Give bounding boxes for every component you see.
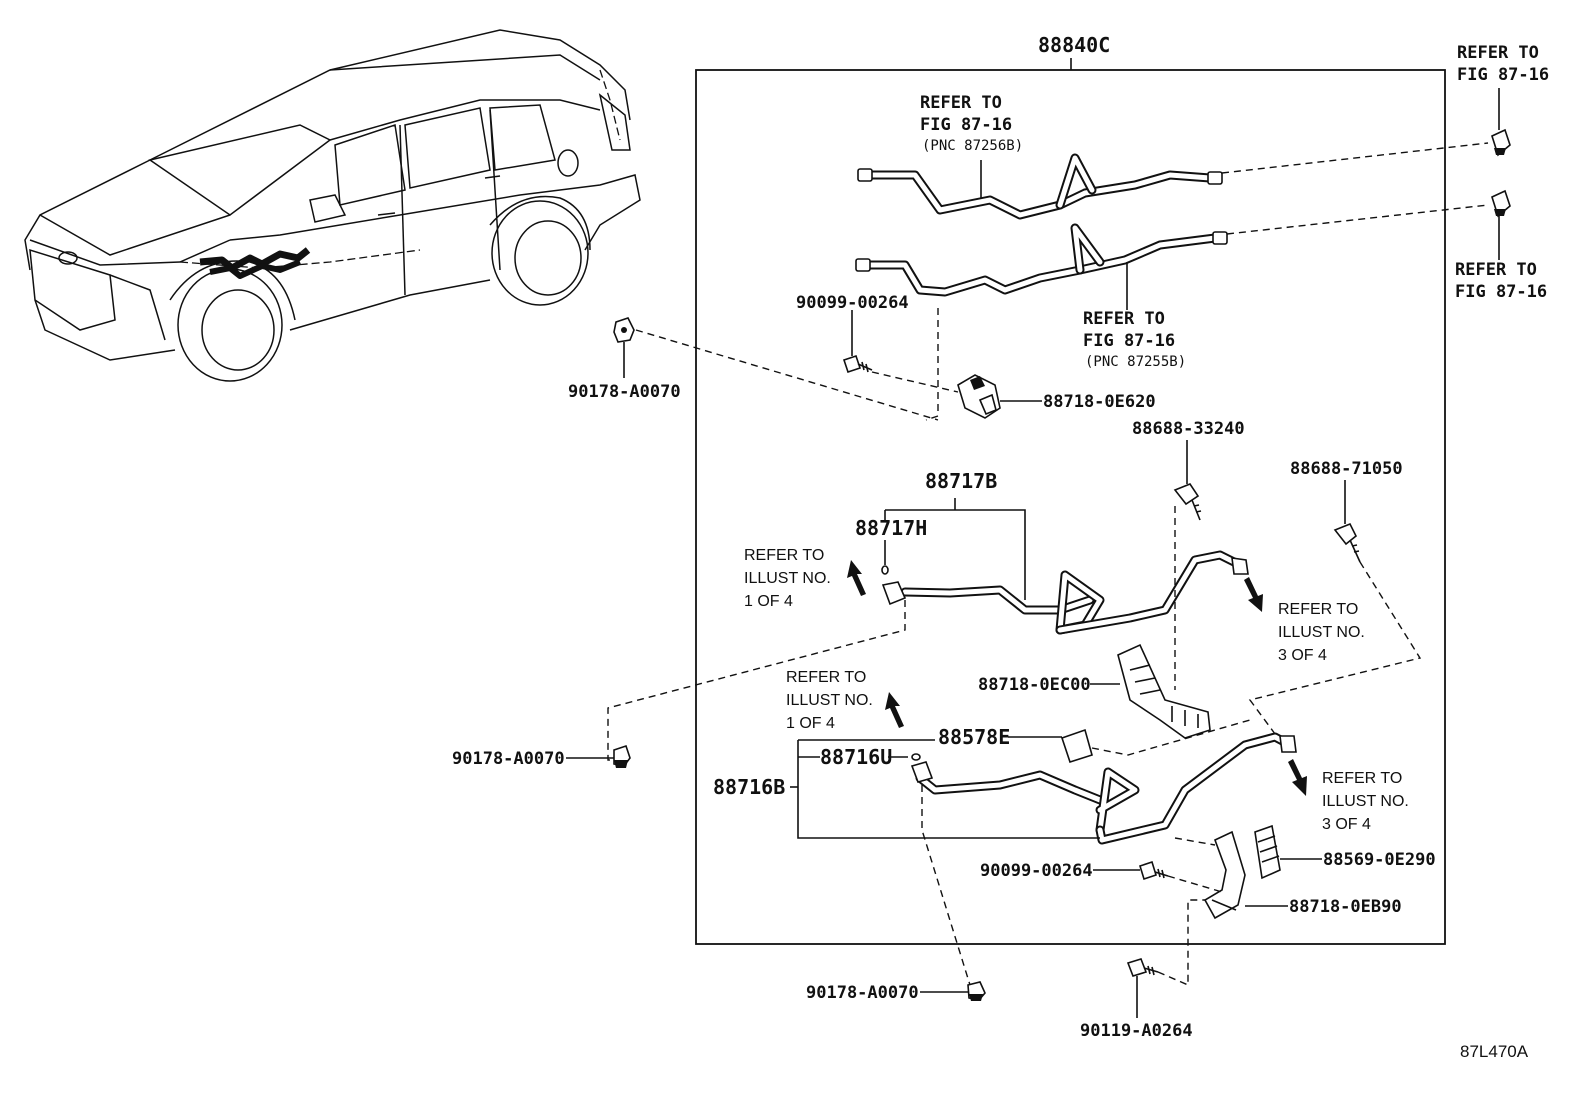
pipe-clip-lower bbox=[1491, 189, 1511, 218]
svg-text:FIG 87-16: FIG 87-16 bbox=[920, 115, 1012, 135]
bracket-88718-0ec00 bbox=[1117, 643, 1211, 739]
label-90099-upper: 90099-00264 bbox=[796, 293, 909, 313]
arrow-down-right-lower bbox=[1288, 759, 1307, 796]
pipe-clip-upper bbox=[1491, 128, 1511, 157]
pipe-88716b bbox=[910, 732, 1297, 845]
svg-text:1 OF 4: 1 OF 4 bbox=[744, 593, 793, 610]
ref-illust-left-lower: REFER TO ILLUST NO. 1 OF 4 bbox=[786, 669, 873, 732]
svg-text:REFER TO: REFER TO bbox=[1278, 601, 1358, 618]
part-88578e bbox=[1060, 728, 1093, 764]
svg-text:ILLUST NO.: ILLUST NO. bbox=[744, 570, 831, 587]
clip-88688-33240 bbox=[1173, 483, 1202, 521]
svg-text:ILLUST NO.: ILLUST NO. bbox=[786, 692, 873, 709]
svg-text:FIG 87-16: FIG 87-16 bbox=[1457, 65, 1549, 85]
arrow-up-left-upper bbox=[847, 560, 866, 596]
svg-text:FIG 87-16: FIG 87-16 bbox=[1455, 282, 1547, 302]
arrow-down-right-upper bbox=[1244, 577, 1263, 612]
svg-text:ILLUST NO.: ILLUST NO. bbox=[1278, 624, 1365, 641]
label-88718-0ec00: 88718-0EC00 bbox=[978, 675, 1091, 695]
lower-pipe bbox=[855, 223, 1228, 297]
label-88688-33240: 88688-33240 bbox=[1132, 419, 1245, 439]
arrow-up-left-lower bbox=[885, 692, 904, 728]
bolt-90119-a0264 bbox=[1126, 958, 1159, 977]
clip-88688-71050 bbox=[1333, 522, 1361, 563]
label-88718-0eb90: 88718-0EB90 bbox=[1289, 897, 1402, 917]
nut-90178-bottom bbox=[967, 981, 986, 1001]
bolt-90099-upper bbox=[842, 354, 873, 374]
svg-text:REFER TO: REFER TO bbox=[920, 93, 1002, 113]
label-88716u: 88716U bbox=[820, 745, 892, 769]
label-90178-top: 90178-A0070 bbox=[568, 382, 681, 402]
svg-text:3 OF 4: 3 OF 4 bbox=[1322, 816, 1371, 833]
svg-text:(PNC 87256B): (PNC 87256B) bbox=[922, 138, 1023, 154]
svg-text:3 OF 4: 3 OF 4 bbox=[1278, 647, 1327, 664]
assembly-label: 88840C bbox=[1038, 33, 1110, 57]
bracket-88718-0e620 bbox=[957, 374, 1001, 419]
label-90099-lower: 90099-00264 bbox=[980, 861, 1093, 881]
ref-fig-top-right: REFER TO FIG 87-16 bbox=[1457, 43, 1549, 85]
svg-text:REFER TO: REFER TO bbox=[1322, 770, 1402, 787]
svg-text:(PNC 87255B): (PNC 87255B) bbox=[1085, 354, 1186, 370]
label-88688-71050: 88688-71050 bbox=[1290, 459, 1403, 479]
diagram-code: 87L470A bbox=[1460, 1042, 1529, 1061]
nut-90178-top bbox=[613, 317, 635, 343]
ref-illust-left-upper: REFER TO ILLUST NO. 1 OF 4 bbox=[744, 547, 831, 610]
vehicle-illustration bbox=[24, 29, 641, 382]
label-88717h: 88717H bbox=[855, 516, 927, 540]
svg-text:REFER TO: REFER TO bbox=[1455, 260, 1537, 280]
svg-text:REFER TO: REFER TO bbox=[1083, 309, 1165, 329]
label-90119-a0264: 90119-A0264 bbox=[1080, 1021, 1193, 1041]
label-88716b: 88716B bbox=[713, 775, 785, 799]
upper-pipe bbox=[857, 153, 1223, 220]
label-88569-0e290: 88569-0E290 bbox=[1323, 850, 1436, 870]
nut-90178-mid bbox=[613, 744, 631, 768]
svg-text:1 OF 4: 1 OF 4 bbox=[786, 715, 835, 732]
label-90178-bottom: 90178-A0070 bbox=[806, 983, 919, 1003]
clamp-88569-0e290 bbox=[1254, 824, 1281, 880]
label-88717b: 88717B bbox=[925, 469, 997, 493]
pipe-88717b bbox=[881, 550, 1249, 635]
bracket-88718-0eb90 bbox=[1203, 830, 1246, 920]
ref-fig-upper: REFER TO FIG 87-16 (PNC 87256B) bbox=[920, 93, 1023, 154]
label-90178-mid: 90178-A0070 bbox=[452, 749, 565, 769]
label-88718-0e620: 88718-0E620 bbox=[1043, 392, 1156, 412]
ref-illust-right-lower: REFER TO ILLUST NO. 3 OF 4 bbox=[1322, 770, 1409, 833]
bolt-90099-lower bbox=[1139, 860, 1169, 881]
ref-illust-right-upper: REFER TO ILLUST NO. 3 OF 4 bbox=[1278, 601, 1365, 664]
svg-text:FIG 87-16: FIG 87-16 bbox=[1083, 331, 1175, 351]
svg-text:ILLUST NO.: ILLUST NO. bbox=[1322, 793, 1409, 810]
svg-text:REFER TO: REFER TO bbox=[1457, 43, 1539, 63]
svg-text:REFER TO: REFER TO bbox=[786, 669, 866, 686]
ref-fig-mid: REFER TO FIG 87-16 (PNC 87255B) bbox=[1083, 309, 1186, 370]
label-88578e: 88578E bbox=[938, 725, 1010, 749]
ref-fig-right-lower: REFER TO FIG 87-16 bbox=[1455, 260, 1547, 302]
svg-text:REFER TO: REFER TO bbox=[744, 547, 824, 564]
